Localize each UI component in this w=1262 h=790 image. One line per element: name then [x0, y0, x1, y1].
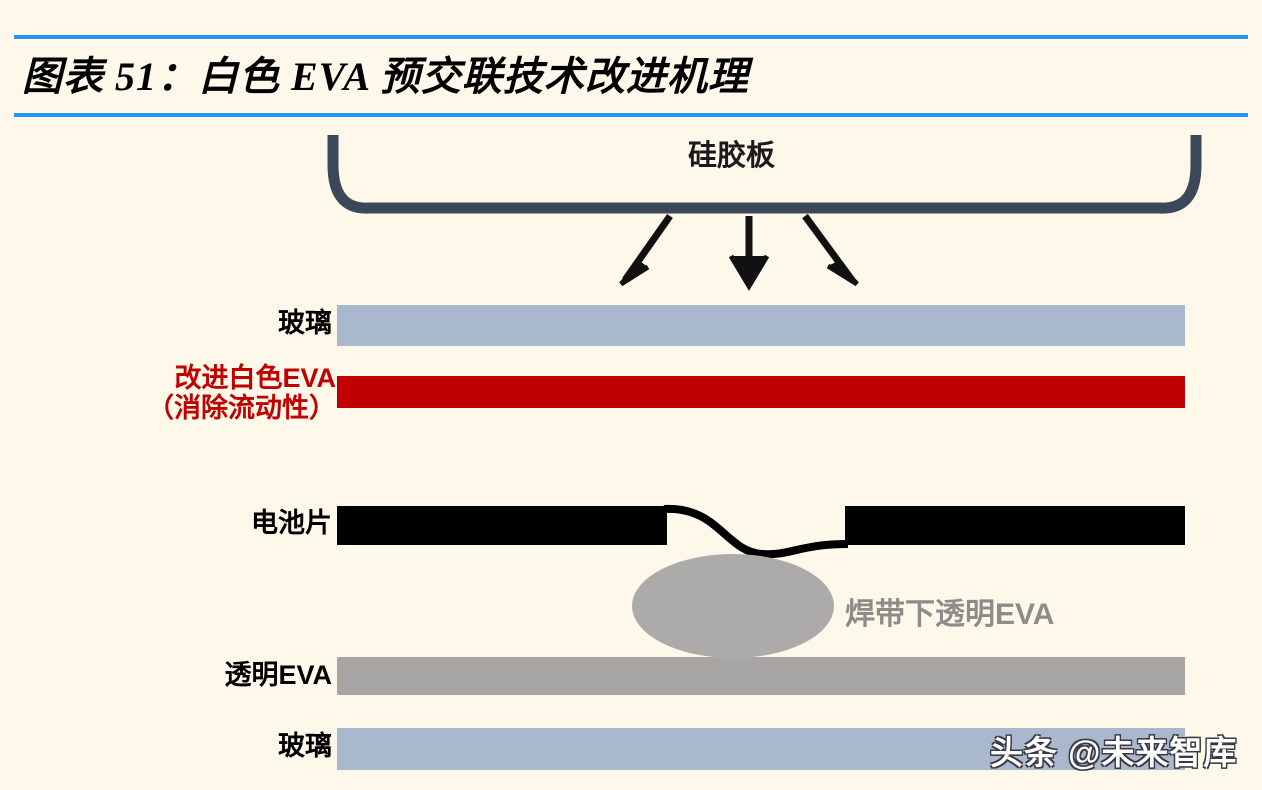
title-rule-bottom [14, 113, 1248, 117]
layer-label-glass-bottom: 玻璃 [278, 731, 332, 761]
layer-label-cell: 电池片 [251, 508, 332, 538]
layer-bar-glass-top [337, 305, 1185, 346]
layer-label-white-eva: 改进白色EVA （消除流动性） [147, 363, 336, 423]
ribbon-eva-ellipse [632, 554, 834, 658]
silicone-plate-shape [327, 135, 1202, 214]
title-rule-top [14, 35, 1248, 39]
silicone-plate-label: 硅胶板 [688, 140, 776, 172]
layer-label-white-eva-line1: 改进白色EVA [174, 363, 336, 393]
arrow-right-head [826, 260, 859, 287]
arrow-left-head [619, 260, 650, 287]
ribbon-curve [663, 504, 849, 559]
layer-label-clear-eva: 透明EVA [224, 660, 332, 690]
layer-bar-glass-bottom [337, 728, 1185, 770]
layer-label-glass-top: 玻璃 [278, 308, 332, 338]
watermark: 头条 @未来智库 [990, 734, 1238, 771]
ribbon-eva-label: 焊带下透明EVA [845, 598, 1055, 631]
layer-bar-cell-right [845, 506, 1185, 545]
layer-bar-clear-eva [337, 657, 1185, 695]
diagram-vector-layer [327, 135, 1202, 658]
pressure-arrows [619, 213, 859, 291]
layer-bar-white-eva [337, 376, 1185, 408]
diagram-canvas: 硅胶板 玻璃 改进白色EVA （消除流动性） 电池片 透明EVA 玻璃 焊带下透… [0, 120, 1262, 790]
layer-bar-cell-left [337, 506, 667, 545]
layer-label-white-eva-line2: （消除流动性） [147, 393, 336, 424]
page-title: 图表 51：白色 EVA 预交联技术改进机理 [22, 54, 749, 99]
arrow-center-head [728, 254, 770, 291]
